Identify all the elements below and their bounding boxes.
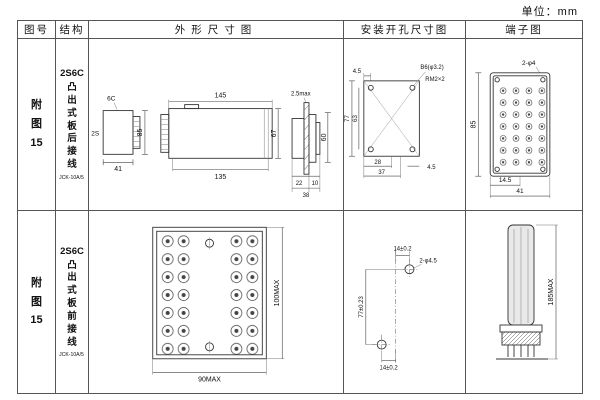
dim-depth-b: 10: [312, 181, 319, 187]
dim-offset-top: 14±0.2: [393, 246, 411, 252]
outline-drawing-rear-wiring: 6C 2S 85 41: [91, 92, 331, 199]
dimension-table: 图号 结构 外形尺寸图 安装开孔尺寸图 端子图 附图15 2S6C 凸出式板后接…: [17, 20, 583, 394]
dim-width-a: 28: [374, 160, 381, 166]
header-structure: 结构: [56, 21, 89, 39]
row2-structure-cell: 2S6C 凸出式板前接线 JCK-10A/5: [56, 211, 89, 393]
dim-offset-right: 4.5: [427, 165, 436, 171]
header-terminal-label: 端子图: [505, 24, 543, 36]
dim-height-185max: 185MAX: [548, 278, 555, 305]
row1-outline-cell: 6C 2S 85 41: [89, 39, 344, 211]
dim-height-100max: 100MAX: [274, 279, 281, 306]
hole-spec-label: 2-φ4.5: [419, 258, 437, 264]
screw-spec-label: RM2×2: [425, 77, 444, 83]
dim-width-90max: 90MAX: [198, 377, 221, 384]
panel-side-view: 2.5max 60: [291, 92, 331, 199]
dim-side-width: 41: [114, 166, 122, 173]
side-view: 6C 2S 85 41: [91, 96, 148, 173]
dim-height: 77±0.23: [359, 296, 365, 318]
row2-fig-no: 附图15: [30, 276, 43, 327]
terminal-drawing-front-wiring: 185MAX: [496, 224, 558, 360]
row1-install-cell: 4.5 B6(φ3.2) RM2×2 77 63 28: [344, 39, 466, 211]
row2-terminal-cell: 185MAX: [466, 211, 582, 393]
dim-offset-bottom: 14±0.2: [380, 365, 398, 371]
row2-structure: 凸出式板前接线: [67, 259, 77, 348]
header-structure-label: 结构: [59, 24, 85, 36]
dim-height-inner: 63: [352, 115, 359, 123]
install-drawing-front-wiring: 14±0.2 2-φ4.5 77±0.23 14±0.2: [359, 246, 438, 371]
row1-model: 2S6C: [60, 68, 84, 80]
dim-offset-top: 4.5: [353, 69, 362, 75]
dim-front-height: 67: [271, 129, 278, 137]
dim-panel-thickness: 2.5max: [291, 92, 311, 98]
row2-install-cell: 14±0.2 2-φ4.5 77±0.23 14±0.2: [344, 211, 466, 393]
dim-panel-height: 60: [321, 133, 328, 141]
unit-label: 单位：mm: [521, 6, 578, 18]
row1-sub-model: JCK-10A/5: [59, 175, 85, 181]
row1-fig-no: 附图15: [30, 99, 43, 149]
row2-fig-no-cell: 附图15: [18, 211, 56, 393]
dim-terminal-width-b: 41: [516, 188, 524, 195]
dim-depth-total: 38: [303, 193, 310, 199]
dim-depth-a: 22: [296, 181, 303, 187]
header-fig-no-label: 图号: [24, 24, 49, 36]
dim-terminal-height: 85: [470, 121, 477, 129]
row1-fig-no-cell: 附图15: [18, 39, 56, 211]
header-terminal: 端子图: [466, 21, 582, 39]
row2-sub-model: JCK-10A/5: [59, 352, 85, 358]
row2-model: 2S6C: [60, 245, 84, 257]
terminal-drawing-rear-wiring: 2-φ4 85 14.5 41: [470, 60, 551, 199]
dim-front-top: 145: [215, 93, 227, 100]
header-install-label: 安装开孔尺寸图: [360, 24, 449, 36]
dim-height-outer: 77: [344, 115, 351, 123]
dim-terminal-width-a: 14.5: [499, 177, 512, 184]
front-panel-view: 100MAX 90MAX: [152, 226, 285, 384]
row1-structure-cell: 2S6C 凸出式板后接线 JCK-10A/5: [56, 39, 89, 211]
hole-spec-label: B6(φ3.2): [420, 65, 443, 71]
dim-side-left: 2S: [91, 130, 100, 137]
row1-terminal-cell: 2-φ4 85 14.5 41: [466, 39, 582, 211]
dim-width-b: 37: [378, 170, 385, 176]
terminal-board: 2-φ4 85 14.5 41: [470, 60, 551, 199]
relay-side-view: 185MAX: [496, 224, 558, 360]
header-outline-label: 外形尺寸图: [174, 24, 258, 36]
front-view: 145 135 67: [160, 93, 282, 181]
header-install: 安装开孔尺寸图: [344, 21, 466, 39]
dim-front-bottom: 135: [215, 174, 227, 181]
drill-hole-diagram: 14±0.2 2-φ4.5 77±0.23 14±0.2: [359, 246, 438, 371]
dim-side-height: 85: [137, 128, 144, 136]
dim-side-top: 6C: [107, 96, 116, 103]
row2-outline-cell: 100MAX 90MAX: [89, 211, 344, 393]
mounting-hole-diagram: 4.5 B6(φ3.2) RM2×2 77 63 28: [344, 65, 445, 179]
row1-structure: 凸出式板后接线: [67, 82, 77, 171]
outline-drawing-front-wiring: 100MAX 90MAX: [152, 226, 285, 384]
header-outline: 外形尺寸图: [89, 21, 344, 39]
header-fig-no: 图号: [18, 21, 56, 39]
install-drawing-rear-wiring: 4.5 B6(φ3.2) RM2×2 77 63 28: [344, 65, 445, 179]
terminal-hole-spec: 2-φ4: [522, 60, 536, 67]
